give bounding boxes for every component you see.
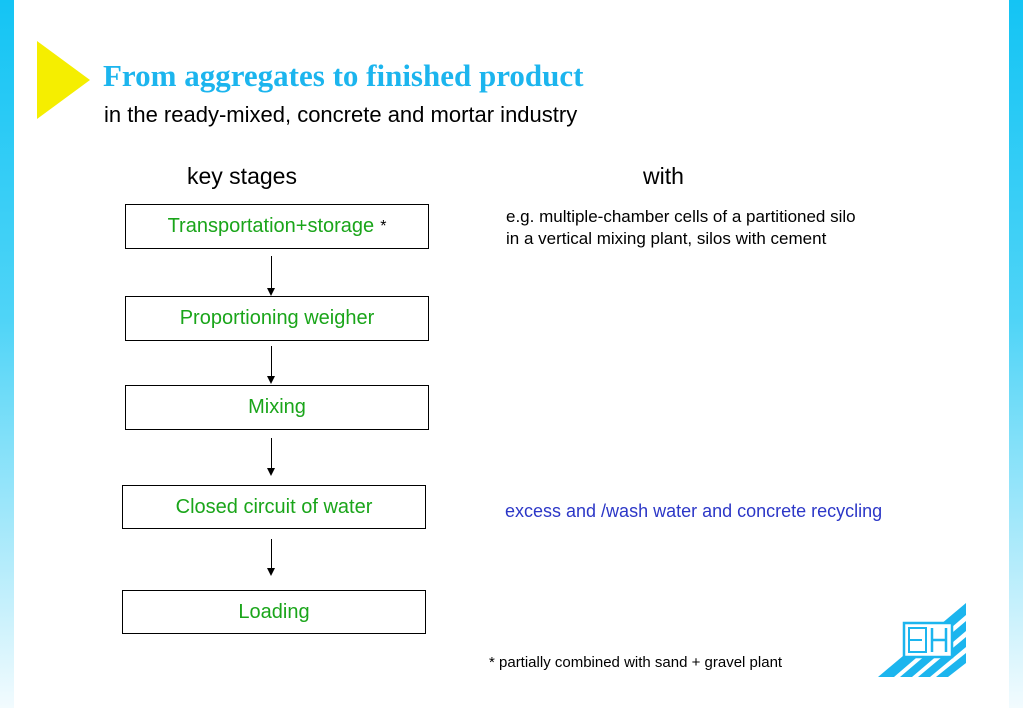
flow-arrow-line — [271, 539, 272, 569]
footnote-marker: * — [380, 217, 387, 235]
flow-arrow-line — [271, 256, 272, 289]
column-heading-key-stages: key stages — [187, 163, 297, 189]
slide-subtitle: in the ready-mixed, concrete and mortar … — [104, 102, 578, 127]
storage-note: e.g. multiple-chamber cells of a partiti… — [506, 206, 856, 250]
storage-note-line-1: e.g. multiple-chamber cells of a partiti… — [506, 207, 856, 226]
stage-label: Transportation+storage — [167, 215, 375, 237]
flow-arrow-line — [271, 438, 272, 469]
footnote: * partially combined with sand + gravel … — [489, 654, 783, 671]
stage-box-transportation-storage: Transportation+storage * — [125, 204, 429, 249]
yellow-triangle-bullet-icon — [37, 41, 90, 119]
water-note: excess and /wash water and concrete recy… — [505, 501, 883, 521]
storage-note-line-2: in a vertical mixing plant, silos with c… — [506, 229, 827, 248]
flow-arrow-line — [271, 346, 272, 377]
stage-box-loading: Loading — [122, 590, 426, 634]
column-heading-with: with — [643, 163, 684, 189]
stage-box-proportioning-weigher: Proportioning weigher — [125, 296, 429, 341]
slide-title: From aggregates to finished product — [103, 58, 584, 93]
right-accent-bar — [1009, 0, 1023, 708]
left-accent-bar — [0, 0, 14, 708]
company-logo-icon — [878, 603, 966, 677]
arrow-down-icon — [267, 568, 275, 576]
arrow-down-icon — [267, 376, 275, 384]
stage-label: Closed circuit of water — [175, 495, 373, 518]
stage-label: Mixing — [248, 396, 306, 418]
stage-label: Loading — [238, 600, 310, 623]
stage-label: Proportioning weigher — [179, 307, 375, 329]
stage-box-mixing: Mixing — [125, 385, 429, 430]
arrow-down-icon — [267, 288, 275, 296]
arrow-down-icon — [267, 468, 275, 476]
stage-box-closed-circuit-water: Closed circuit of water — [122, 485, 426, 529]
